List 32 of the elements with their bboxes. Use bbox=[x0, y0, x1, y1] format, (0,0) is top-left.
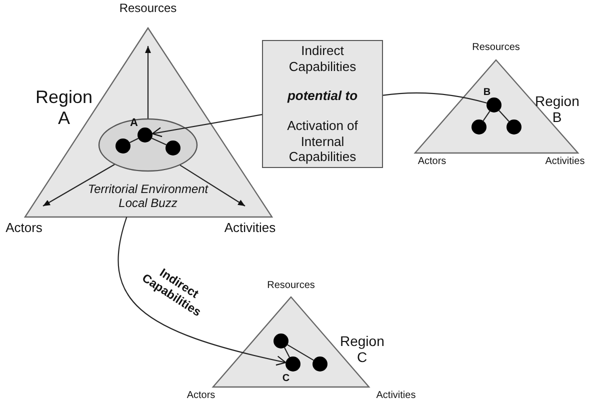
vertex-label: Actors bbox=[4, 221, 44, 236]
vertex-label: Resources bbox=[118, 2, 178, 16]
vertex-label: Actors bbox=[416, 156, 448, 168]
arrow bbox=[42, 164, 115, 206]
link-line bbox=[152, 138, 166, 146]
link-line bbox=[284, 347, 290, 358]
vertex-label: Activities bbox=[375, 390, 417, 402]
dot-label: C bbox=[281, 373, 291, 384]
vertex-label: Activities bbox=[544, 156, 586, 168]
link-line bbox=[498, 110, 510, 122]
environment-label: Territorial Environment Local Buzz bbox=[86, 183, 210, 211]
box-text: Indirect Capabilities bbox=[288, 43, 358, 74]
vertex-label: Resources bbox=[266, 280, 316, 292]
box-text: Activation of Internal Capabilities bbox=[286, 118, 359, 165]
arrow bbox=[152, 114, 262, 138]
dot-label: A bbox=[129, 117, 139, 130]
box-text: potential to bbox=[286, 88, 359, 104]
arrow bbox=[118, 216, 286, 366]
region-label: Region A bbox=[34, 87, 94, 128]
link-line bbox=[129, 138, 139, 144]
arrow bbox=[145, 46, 151, 118]
vertex-label: Actors bbox=[186, 390, 216, 402]
region-label: Region C bbox=[340, 333, 384, 366]
arrow bbox=[180, 164, 246, 206]
region-label: Region B bbox=[535, 93, 579, 126]
link-line bbox=[482, 110, 490, 122]
link-line bbox=[287, 344, 314, 361]
capabilities-box bbox=[262, 40, 383, 168]
vertex-label: Resources bbox=[471, 42, 521, 54]
connector-line bbox=[382, 92, 487, 104]
dot-label: B bbox=[482, 87, 492, 98]
vertex-label: Activities bbox=[223, 221, 277, 236]
